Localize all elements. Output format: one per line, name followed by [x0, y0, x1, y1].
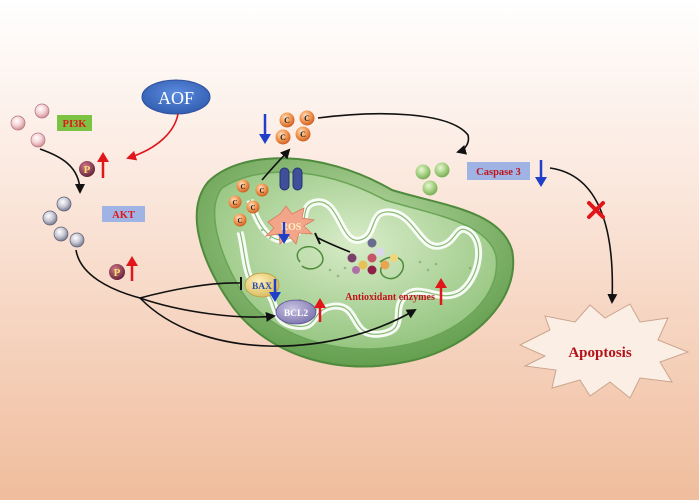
apoptosis-burst: Apoptosis	[518, 303, 690, 399]
pi3k-up-arrow-icon	[97, 152, 109, 178]
phospho-label: P	[114, 267, 121, 279]
ros-burst: ROS	[264, 205, 316, 245]
akt-to-bcl2-arrow	[139, 297, 276, 322]
pi3k-balls	[10, 103, 50, 148]
cyt-c-down-arrow-icon	[259, 114, 271, 144]
pi3k-to-akt-arrow	[39, 148, 85, 194]
apoptosis-label: Apoptosis	[568, 345, 632, 361]
caspase3-balls	[415, 162, 450, 196]
membrane-channel-icon	[279, 167, 303, 191]
caspase3-label-box: Caspase 3	[467, 162, 530, 180]
aof-node: AOF	[141, 79, 211, 115]
akt-up-arrow-icon	[126, 256, 138, 281]
cyt-c-label: C	[232, 199, 237, 207]
antioxidant-cluster	[347, 238, 398, 275]
cyt-c-to-caspase-arrow	[317, 112, 470, 155]
phospho-akt: P	[109, 264, 125, 280]
akt-label-box: AKT	[102, 206, 145, 222]
pi3k-label: PI3K	[63, 119, 88, 130]
ros-down-arrow-icon	[278, 222, 290, 244]
bcl2-up-arrow-icon	[314, 298, 326, 322]
cyt-c-inside-group: C C C C C	[228, 179, 269, 227]
ros-label: ROS	[281, 222, 302, 233]
akt-branch-line	[75, 249, 141, 299]
cyt-c-label: C	[237, 217, 242, 225]
pi3k-label-box: PI3K	[57, 115, 92, 131]
cyt-c-label: C	[280, 133, 286, 142]
cyt-c-label: C	[259, 187, 264, 195]
block-x-icon	[587, 201, 605, 219]
cyt-c-release-arrow	[261, 148, 291, 181]
caspase3-label: Caspase 3	[476, 167, 521, 178]
phospho-pi3k: P	[79, 161, 95, 177]
akt-inhibits-bax	[139, 282, 241, 299]
antioxidant-label: Antioxidant enzymes	[345, 292, 435, 303]
cyt-c-label: C	[304, 114, 310, 123]
akt-label: AKT	[112, 210, 135, 221]
bax-down-arrow-icon	[269, 279, 281, 302]
akt-to-antioxidant-arrow	[139, 297, 417, 347]
cyt-c-released-group: C C C C	[275, 110, 315, 145]
cyt-c-label: C	[240, 183, 245, 191]
bcl2-node: BCL2	[275, 299, 317, 325]
cyt-c-label: C	[250, 204, 255, 212]
phospho-label: P	[84, 164, 91, 176]
aof-label: AOF	[158, 88, 194, 108]
inhibit-bar	[314, 232, 321, 245]
cyt-c-label: C	[284, 116, 290, 125]
enzymes-inhibit-ros	[317, 237, 351, 253]
akt-balls	[42, 196, 85, 248]
caspase3-down-arrow-icon	[535, 160, 547, 187]
bax-node: BAX	[244, 272, 280, 298]
aof-to-pi3k-arrow	[126, 113, 179, 161]
antioxidant-up-arrow-icon	[435, 278, 447, 305]
caspase3-to-apoptosis-arrow	[549, 167, 618, 304]
bcl2-label: BCL2	[284, 309, 309, 319]
bax-label: BAX	[252, 282, 272, 292]
cyt-c-label: C	[300, 130, 306, 139]
